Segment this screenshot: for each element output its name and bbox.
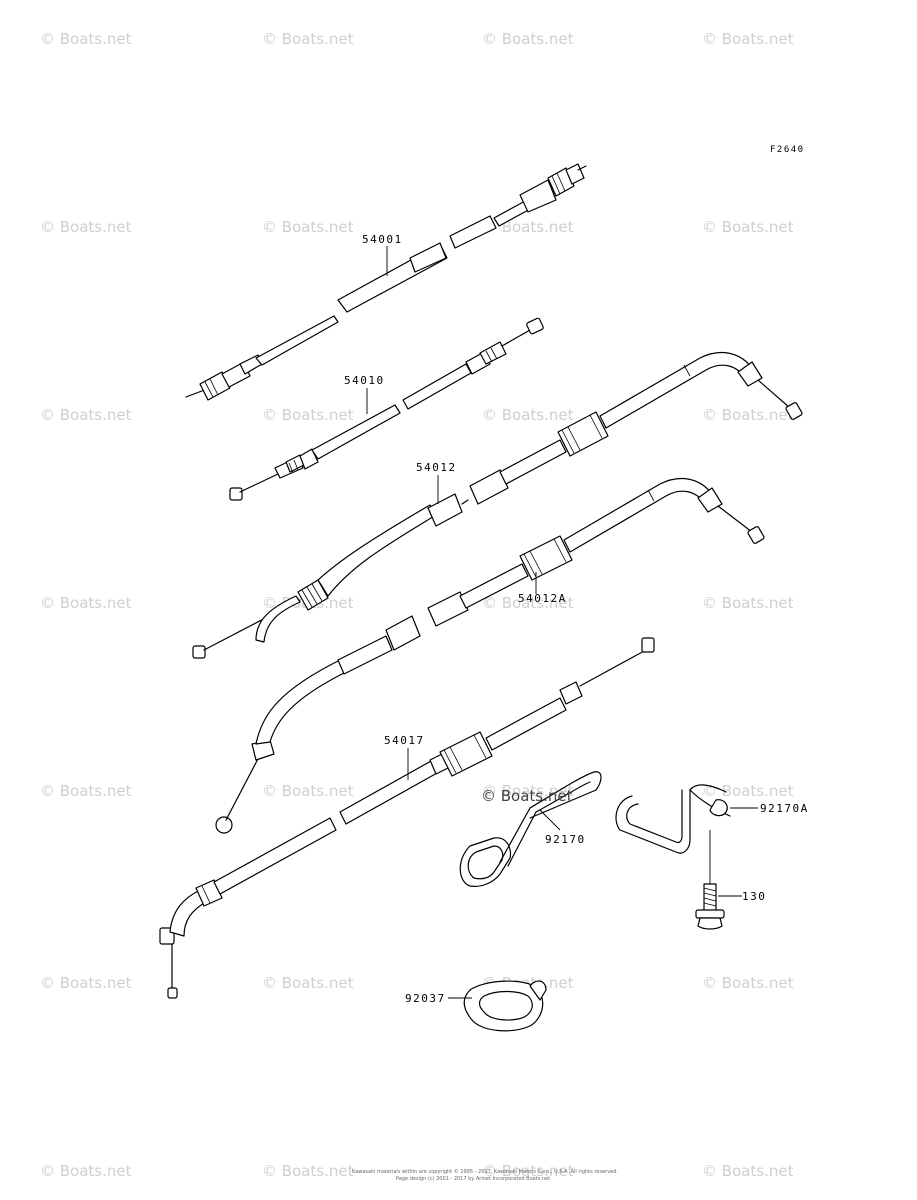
cable-54012[interactable]: 54012 — [192, 351, 803, 659]
watermark-3-3: © Boats.net — [702, 594, 794, 612]
watermark-3-0: © Boats.net — [40, 594, 132, 612]
watermark-3-2: © Boats.net — [482, 594, 574, 612]
grommet-92037[interactable]: 92037 — [405, 980, 547, 1032]
watermark-2-0: © Boats.net — [40, 406, 132, 424]
watermark-6-0: © Boats.net — [40, 1162, 132, 1180]
clamp-92170A[interactable]: 92170A — [615, 784, 809, 854]
bolt-130[interactable]: 130 — [695, 830, 766, 930]
callout-130: 130 — [742, 890, 766, 903]
watermark-2-1: © Boats.net — [262, 406, 354, 424]
watermark-5-3: © Boats.net — [702, 974, 794, 992]
clamp-92170[interactable]: 92170 — [459, 771, 602, 887]
watermark-0-0: © Boats.net — [40, 30, 132, 48]
watermark-4-0: © Boats.net — [40, 782, 132, 800]
cable-54017[interactable]: 54017 — [159, 637, 655, 999]
cable-54010[interactable]: 54010 — [229, 317, 544, 501]
callout-54017: 54017 — [384, 734, 425, 747]
callout-92170A: 92170A — [760, 802, 809, 815]
callout-54012: 54012 — [416, 461, 457, 474]
watermark-0-3: © Boats.net — [702, 30, 794, 48]
callout-54001: 54001 — [362, 233, 403, 246]
cable-54012A[interactable]: 54012A — [215, 477, 765, 834]
watermark-4-1: © Boats.net — [262, 782, 354, 800]
watermark-1-1: © Boats.net — [262, 218, 354, 236]
watermark-4-3: © Boats.net — [702, 782, 794, 800]
watermark-1-3: © Boats.net — [702, 218, 794, 236]
watermark-0-2: © Boats.net — [482, 30, 574, 48]
cable-54001[interactable]: 54001 — [185, 163, 587, 401]
watermark-layer: © Boats.net © Boats.net © Boats.net © Boats… — [40, 30, 794, 1180]
footer-line-1: Kawasaki materials within are copyright … — [352, 1168, 618, 1175]
watermark-5-1: © Boats.net — [262, 974, 354, 992]
watermark-5-0: © Boats.net — [40, 974, 132, 992]
watermark-6-2: © Boats.net — [482, 1162, 574, 1180]
watermark-2-3: © Boats.net — [702, 406, 794, 424]
callout-92037: 92037 — [405, 992, 446, 1005]
callout-54010: 54010 — [344, 374, 385, 387]
watermark-6-1: © Boats.net — [262, 1162, 354, 1180]
watermark-1-0: © Boats.net — [40, 218, 132, 236]
watermark-center: © Boats.net — [481, 787, 573, 805]
callout-92170: 92170 — [545, 833, 586, 846]
footer-line-2: Page design (c) 2001 - 2017 by Arinet In… — [396, 1176, 550, 1182]
figure-code: F2640 — [770, 145, 805, 155]
watermark-0-1: © Boats.net — [262, 30, 354, 48]
watermark-2-2: © Boats.net — [482, 406, 574, 424]
watermark-6-3: © Boats.net — [702, 1162, 794, 1180]
callout-54012A: 54012A — [518, 592, 567, 605]
